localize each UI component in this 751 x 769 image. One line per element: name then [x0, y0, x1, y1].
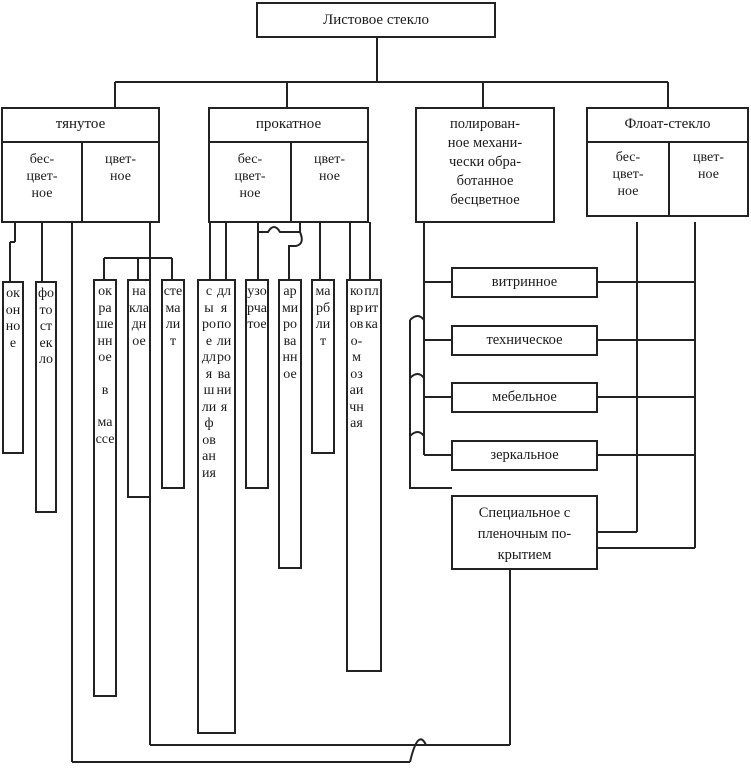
type-reinforced: армированное [278, 279, 302, 569]
app-special-label: Специальное с пленочным по- крытием [477, 505, 572, 563]
group-rolled-title: прокатное [210, 109, 367, 143]
type-photo: фотостекло [35, 281, 57, 513]
app-showcase-label: витринное [491, 274, 558, 290]
type-flashed: накладное [127, 279, 151, 498]
app-showcase: витринное [451, 267, 598, 298]
group-rolled: прокатное бес- цвет- ное цвет- ное [208, 107, 369, 223]
group-float-colorless: бес- цвет- ное [612, 150, 644, 199]
root-label: Листовое стекло [323, 12, 429, 28]
group-polished: полирован- ное механи- чески обра- ботан… [415, 107, 555, 223]
app-mirror: зеркальное [451, 440, 598, 471]
type-for-grinding: сырое для шлифования [201, 284, 217, 481]
group-drawn-colored: цвет- ное [104, 152, 136, 184]
group-drawn-colorless: бес- цвет- ное [26, 152, 58, 201]
type-window: оконное [2, 281, 24, 454]
type-marblite: марблит [311, 279, 335, 454]
type-mass-colored: окрашенное в массе [93, 279, 117, 697]
type-mass-colored-part1: окрашенное [96, 284, 114, 365]
group-rolled-divider [290, 143, 292, 221]
type-for-grinding-polishing: сырое для шлифованиядля полирования [197, 279, 236, 734]
group-drawn-title: тянутое [3, 109, 158, 143]
group-float-title: Флоат-стекло [588, 109, 747, 143]
group-float-divider [668, 143, 670, 215]
type-mosaic-tile: коврово-мозаичнаяплитка [346, 279, 382, 672]
app-special: Специальное с пленочным по- крытием [451, 495, 598, 570]
group-rolled-colored: цвет- ное [313, 152, 345, 184]
group-drawn-divider [81, 143, 83, 221]
app-mirror-label: зеркальное [490, 447, 559, 463]
group-polished-title: полирован- ное механи- чески обра- ботан… [447, 116, 523, 208]
type-patterned: узорчатое [245, 279, 269, 489]
app-furniture: мебельное [451, 382, 598, 413]
type-mass-colored-part3: массе [95, 415, 115, 447]
app-technical: техническое [451, 325, 598, 356]
group-drawn: тянутое бес- цвет- ное цвет- ное [1, 107, 160, 223]
group-float-colored: цвет- ное [692, 150, 724, 182]
app-technical-label: техническое [486, 332, 563, 348]
type-for-polishing: для полирования [216, 284, 232, 415]
app-furniture-label: мебельное [492, 389, 557, 405]
group-float: Флоат-стекло бес- цвет- ное цвет- ное [586, 107, 749, 217]
group-rolled-colorless: бес- цвет- ное [234, 152, 266, 201]
type-stemalit: стемалит [161, 279, 185, 489]
root-box: Листовое стекло [256, 2, 496, 38]
type-mass-colored-part2: в [101, 382, 109, 398]
type-mosaic: коврово-мозаичная [349, 284, 364, 431]
type-tile: плитка [364, 284, 379, 332]
